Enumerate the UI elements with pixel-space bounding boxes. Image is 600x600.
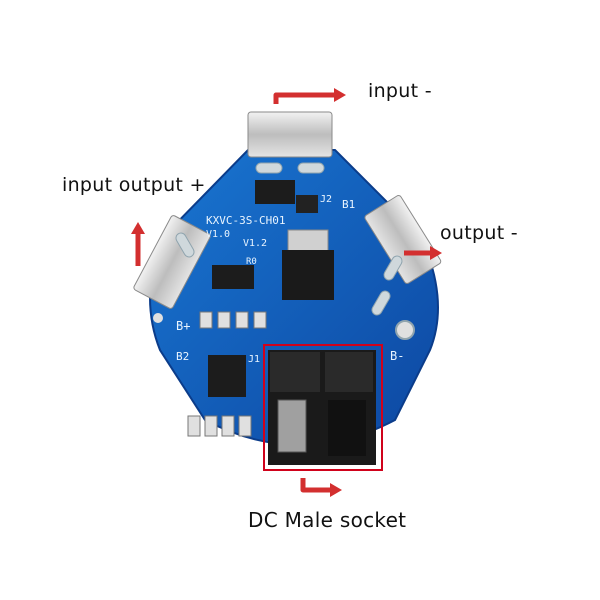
arrow-icon-input-minus [273,92,334,104]
top-chip [255,180,295,204]
silk-j2: J2 [320,194,332,205]
label-dc-male-socket: DC Male socket [248,508,407,532]
silk-b2: B2 [176,350,189,363]
arrow-icon-dc-socket [300,478,330,493]
silk-r0: R0 [246,257,257,267]
mosfet-tab [287,229,329,253]
silk-version-b: V1.2 [243,238,267,249]
arrow-head-output-minus [430,246,442,260]
silk-b-minus: B- [390,349,404,363]
ic-chip [208,355,246,397]
silk-j1: J1 [248,354,260,365]
mounting-hole-left [153,313,163,323]
arrow-head-input-minus [334,88,346,102]
arrow-head-input-output-plus [131,222,145,234]
mounting-hole [395,320,415,340]
left-terminal [133,215,211,309]
diode [212,265,254,289]
silk-model: KXVC-3S-CH01 [206,214,285,227]
right-terminal [364,195,442,284]
passives [187,311,267,437]
small-ic [296,195,318,213]
silk-version-a: V1.0 [206,229,230,240]
dc-male-socket [268,350,376,465]
silk-b-plus: B+ [176,319,190,333]
mosfet-body [282,250,334,300]
label-output-minus: output - [440,222,518,244]
top-terminal [247,111,333,158]
arrow-head-dc-socket [330,483,342,497]
label-input-output-plus: input output + [62,174,206,196]
solder-slots [175,162,403,316]
silk-b1: B1 [342,198,355,211]
dc-socket-highlight-box [263,344,383,471]
label-input-minus: input - [368,80,432,102]
